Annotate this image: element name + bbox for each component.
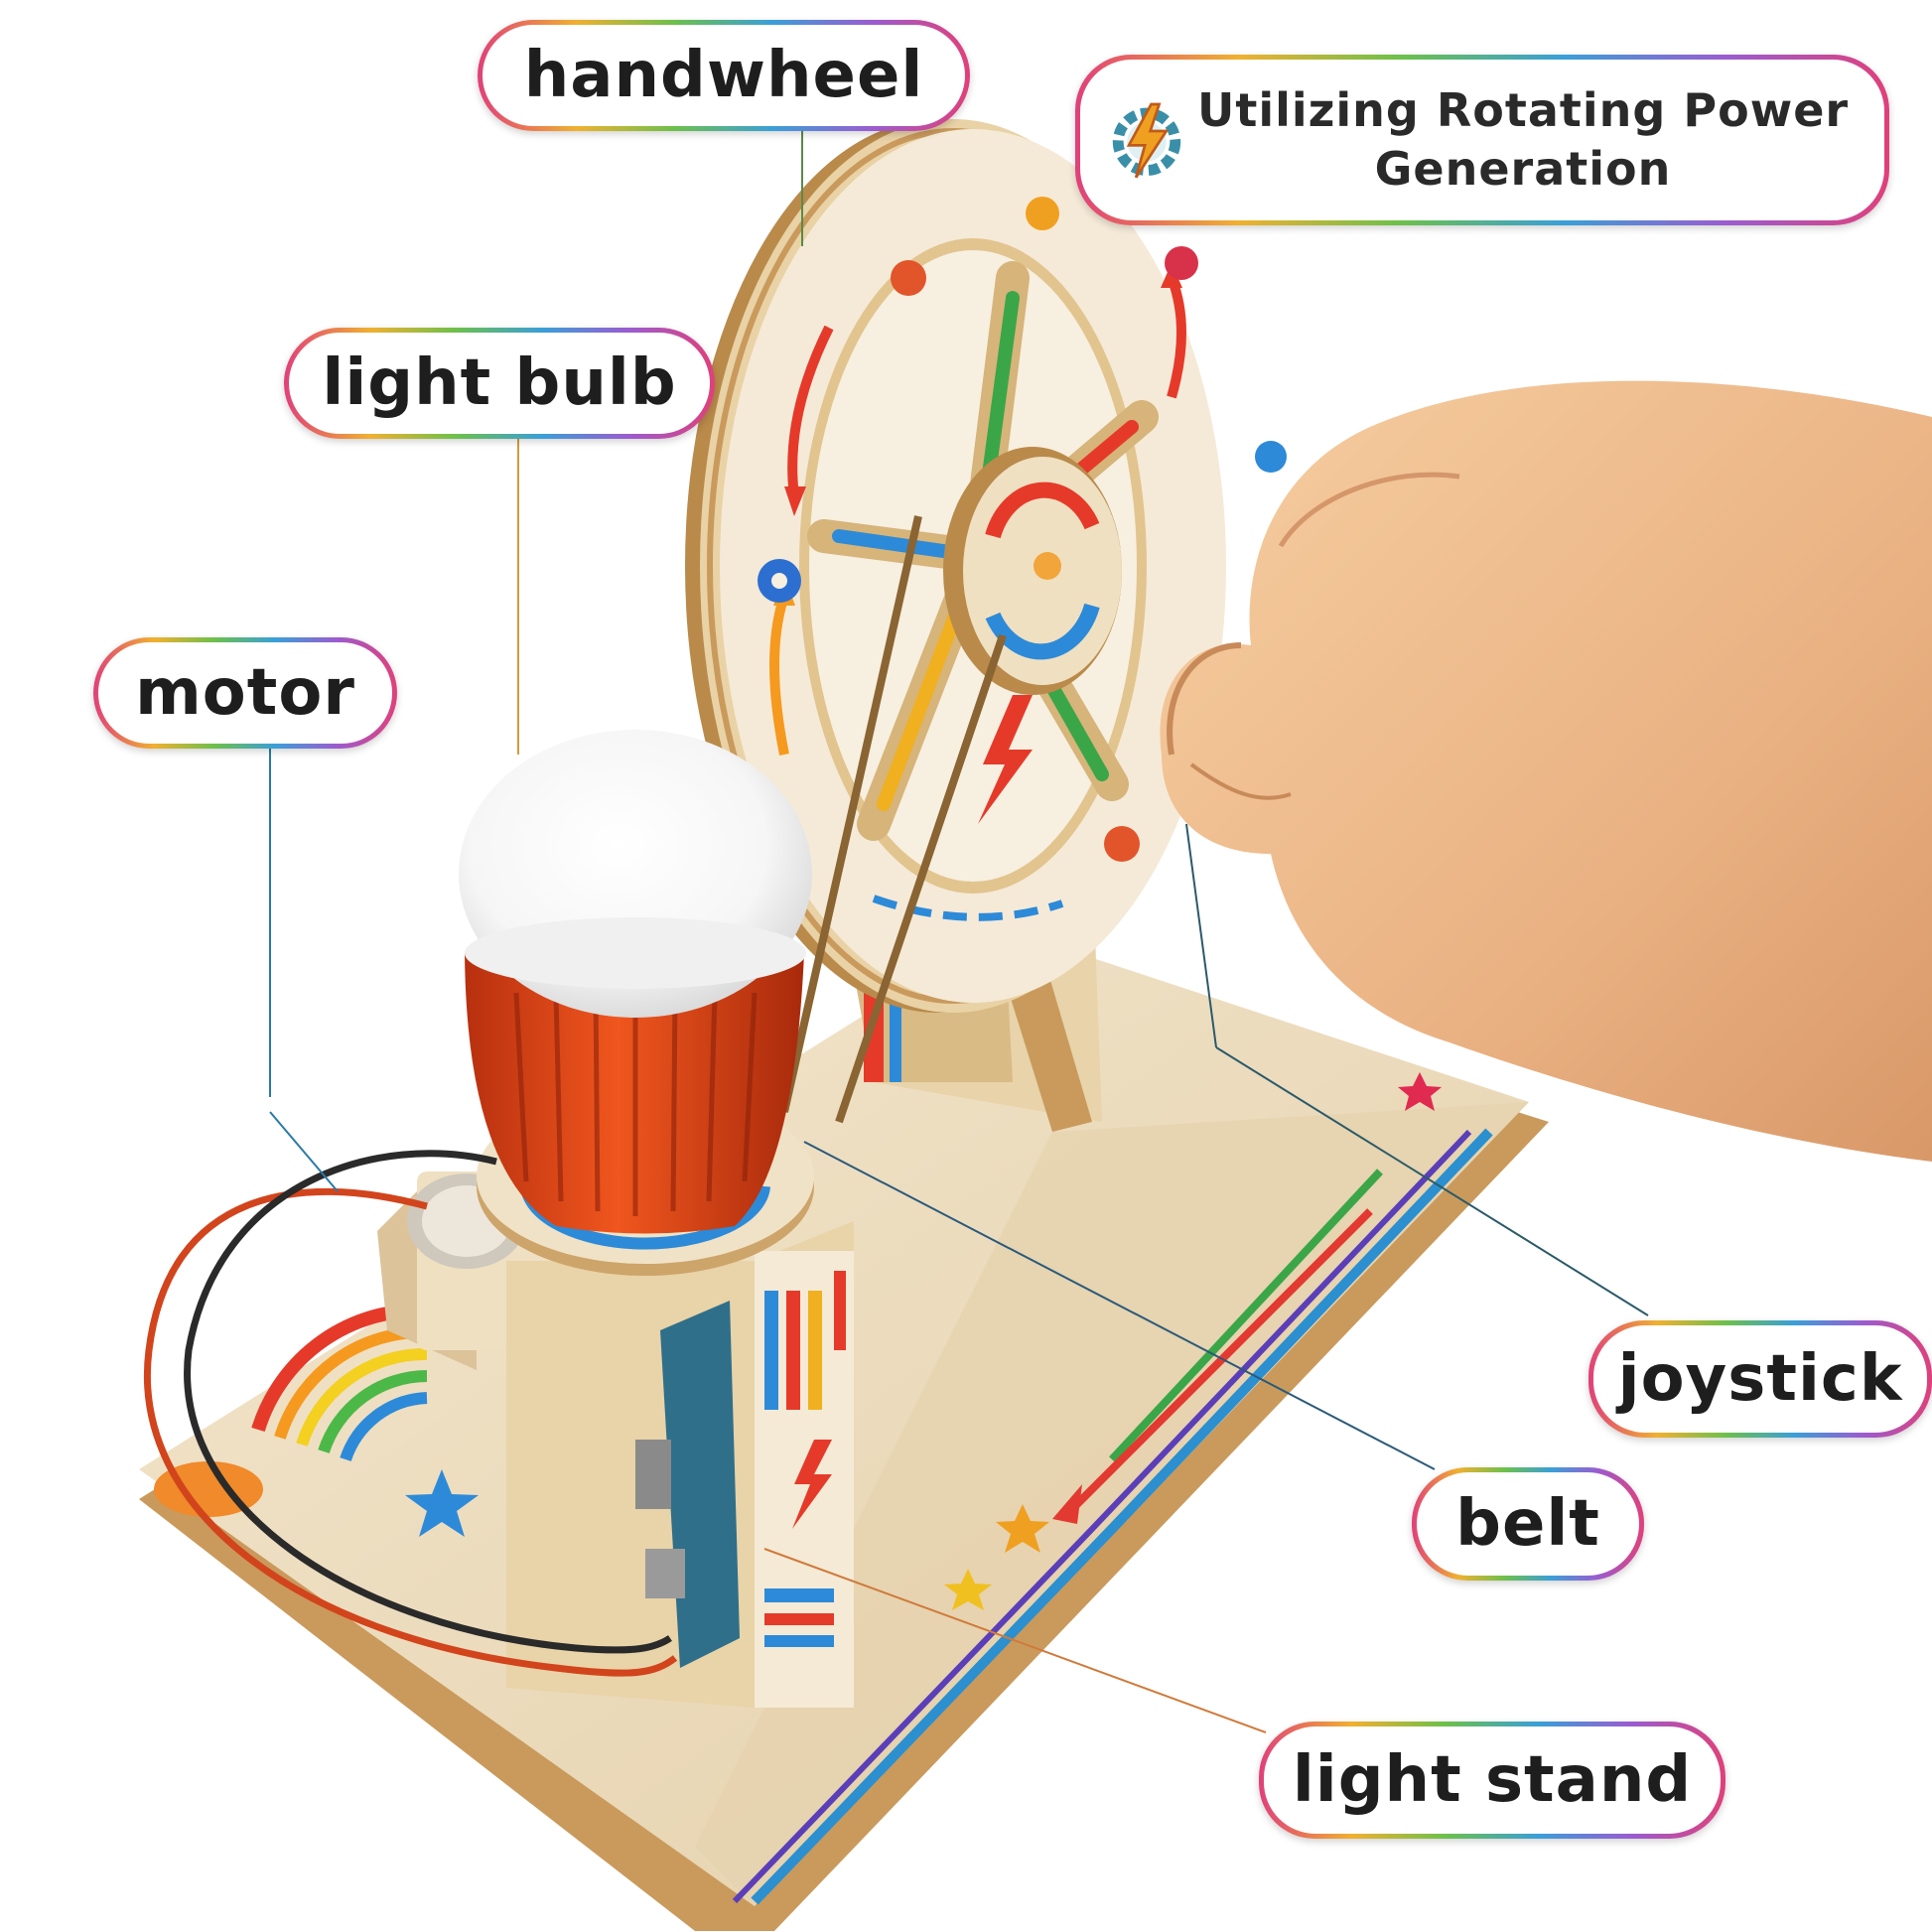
wires-illustration	[144, 1150, 678, 1677]
gear-lightning-icon	[1112, 102, 1181, 179]
label-joystick-text: joystick	[1593, 1325, 1927, 1433]
title-line-2: Generation	[1374, 142, 1672, 196]
belt-illustration	[780, 515, 1007, 1124]
label-light-bulb: light bulb	[284, 328, 715, 439]
label-motor-text: motor	[98, 642, 392, 744]
label-light-bulb-text: light bulb	[289, 333, 710, 434]
label-belt: belt	[1412, 1467, 1644, 1581]
hand-illustration	[1160, 380, 1932, 1162]
label-handwheel: handwheel	[478, 20, 970, 131]
label-joystick: joystick	[1588, 1320, 1932, 1438]
handwheel-illustration	[685, 119, 1287, 1013]
label-belt-text: belt	[1417, 1472, 1639, 1576]
label-light-stand-text: light stand	[1264, 1726, 1721, 1834]
title-line-1: Utilizing Rotating Power	[1197, 83, 1850, 138]
label-motor: motor	[93, 637, 397, 749]
light-bulb-illustration	[459, 730, 812, 1234]
leader-lines	[269, 129, 1649, 1733]
label-light-stand: light stand	[1259, 1722, 1725, 1839]
title-text: Utilizing Rotating Power Generation	[1197, 81, 1849, 199]
label-handwheel-text: handwheel	[483, 25, 965, 126]
title-badge: Utilizing Rotating Power Generation	[1075, 55, 1889, 225]
